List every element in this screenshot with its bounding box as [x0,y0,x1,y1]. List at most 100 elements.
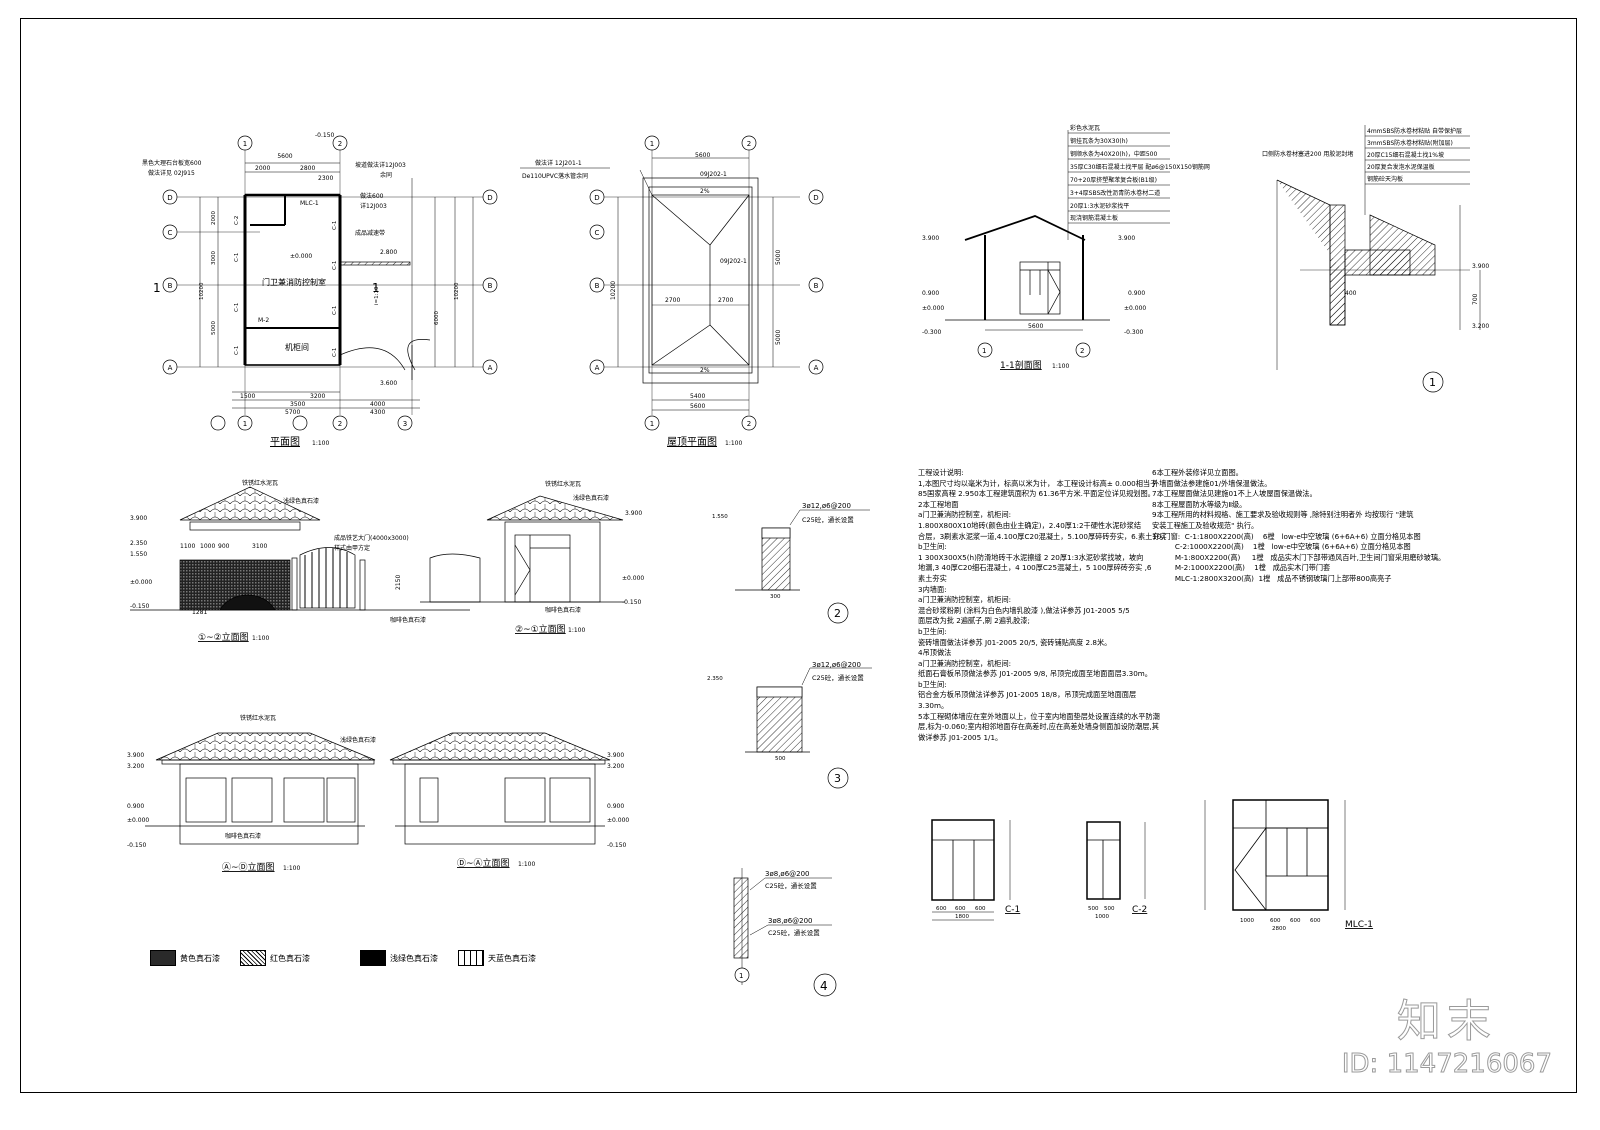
note-line: 4吊顶做法 [918,648,952,658]
svg-text:1000: 1000 [1095,914,1109,920]
svg-text:C25砼，通长设置: C25砼，通长设置 [802,515,854,524]
note-line: a门卫兼消防控制室，机柜间: [918,595,1012,605]
svg-text:咖啡色真石漆: 咖啡色真石漆 [545,606,581,614]
watermark-logo: 知末 [1396,996,1497,1048]
svg-text:1:100: 1:100 [725,440,742,447]
svg-text:3.200: 3.200 [607,763,624,770]
svg-text:1:100: 1:100 [283,865,300,872]
svg-text:D: D [594,194,599,202]
svg-text:600: 600 [1270,918,1281,924]
svg-text:C-1: C-1 [332,221,338,230]
svg-text:彩色水泥瓦: 彩色水泥瓦 [1070,124,1100,132]
svg-text:2: 2 [1080,347,1084,355]
note-line: 层,标为-0.060;室内相邻地面存在高差时,应在高差处墙身侧面加设防潮层,其 [918,722,1159,732]
svg-text:M-2: M-2 [258,317,269,324]
svg-text:300: 300 [770,594,781,600]
svg-text:3+4厚SBS改性沥青防水卷材二道: 3+4厚SBS改性沥青防水卷材二道 [1070,189,1160,197]
svg-text:0.900: 0.900 [1128,290,1145,297]
note-line: 6本工程外装修详见立面图。 [1152,468,1243,477]
svg-text:C25砼，通长设置: C25砼，通长设置 [765,881,817,890]
svg-text:1.550: 1.550 [712,514,728,520]
svg-text:600: 600 [1290,918,1301,924]
section-annotations: 1 2 彩色水泥瓦 钢挂瓦条为30X30(h) 钢顺水条为40X20(h)，中距… [922,124,1210,355]
svg-text:900: 900 [218,543,230,550]
elevation-1-2 [130,486,470,611]
floor-plan-annotations: -0.150 5600 2000 2800 2300 黑色大理石台板宽600 做… [142,132,406,416]
eave-detail-1 [1276,125,1481,370]
elevation-1-2-annotations: 铁锈红水泥瓦 浅绿色真石漆 成品铁艺大门(4000x3000) 样式由甲方定 咖… [130,479,426,624]
note-line: 3.30m。 [918,701,949,711]
svg-text:1281: 1281 [192,609,207,616]
svg-text:2: 2 [747,140,751,148]
svg-text:3.900: 3.900 [127,752,144,759]
svg-text:1:100: 1:100 [252,635,269,642]
floor-plan-axis-labels: 1 2 D C B A D B A 1 2 3 [167,140,492,428]
note-line: 合层，3刷素水泥浆一道,4.100厚C20混凝土，5.100厚碎砖夯实，6.素土… [918,531,1167,541]
detail-2-annotations: 3ø12,ø6@200 C25砼，通长设置 1.550 300 2 [712,502,854,620]
detail-2 [735,509,870,624]
svg-text:±0.000: ±0.000 [290,253,312,260]
material-legend: 黄色真石漆 红色真石漆 浅绿色真石漆 天蓝色真石漆 [150,950,546,966]
legend-item-blue: 天蓝色真石漆 [458,950,536,966]
note-line: 1,本图尺寸均以毫米为计，标高以米为计， 本工程设计标高± 0.000相当于 [918,478,1158,488]
svg-text:500: 500 [775,756,786,762]
window-mlc1-annotations: 1000 600 600 600 2800 MLC-1 [1240,918,1373,932]
svg-text:10200: 10200 [610,281,617,300]
svg-text:做法详见 02J915: 做法详见 02J915 [148,169,195,177]
svg-text:-0.150: -0.150 [127,842,147,849]
window-mlc1 [1204,799,1346,911]
svg-text:5600: 5600 [1028,323,1043,330]
note-line: M-2:1000X2200(高) 1樘 成品实木门带门套 [1152,563,1331,573]
note-line: 3内墙面: [918,584,947,594]
svg-text:成品铁艺大门(4000x3000): 成品铁艺大门(4000x3000) [334,534,409,542]
detail-3-annotations: 3ø12,ø6@200 C25砼，通长设置 2.350 500 3 [707,661,864,785]
note-line: 安装工程施工及验收规范" 执行。 [1152,520,1259,530]
svg-text:余同: 余同 [380,171,392,179]
svg-text:±0.000: ±0.000 [130,579,152,586]
svg-text:1: 1 [1429,376,1436,389]
svg-text:2700: 2700 [665,297,680,304]
elevation-a-d [145,732,376,845]
svg-text:C-1: C-1 [234,346,240,355]
svg-text:Ⓓ~Ⓐ立面图: Ⓓ~Ⓐ立面图 [457,857,510,869]
legend-item-green: 浅绿色真石漆 [360,950,438,966]
svg-text:3000: 3000 [211,251,217,265]
svg-text:4: 4 [820,979,828,993]
svg-text:2.800: 2.800 [380,249,397,256]
svg-text:700: 700 [1472,293,1479,305]
svg-text:0.900: 0.900 [922,290,939,297]
elevation-d-a-title: Ⓓ~Ⓐ立面图 1:100 [457,857,535,869]
svg-text:5000: 5000 [775,250,782,265]
note-line: 面层改为批 2遍腻子,刷 2遍乳胶漆; [918,616,1030,626]
section-axis-bubbles [977,342,1091,358]
note-line: 10,门窗: C-1:1800X2200(高) 6樘 low-e中空玻璃 (6+… [1152,531,1421,541]
note-line: 5本工程砌体墙应在室外地面以上，位于室内地面垫层处设置连续的水平防潮 [918,711,1160,721]
svg-text:C25砼，通长设置: C25砼，通长设置 [768,928,820,937]
note-line: C-2:1000X2200(高) 1樘 low-e中空玻璃 (6+6A+6) 立… [1152,542,1411,552]
svg-text:2700: 2700 [718,297,733,304]
svg-text:①~②立面图: ①~②立面图 [198,631,249,643]
svg-text:5000: 5000 [211,321,217,335]
svg-text:1: 1 [372,281,380,295]
svg-text:1000: 1000 [200,543,215,550]
svg-text:5400: 5400 [690,393,705,400]
elevation-2-1-annotations: 铁锈红水泥瓦 浅绿色真石漆 咖啡色真石漆 3.900 ±0.000 -0.150 [545,480,644,614]
svg-text:i=1:10: i=1:10 [374,286,380,305]
svg-text:3.900: 3.900 [1118,235,1135,242]
window-c2-annotations: 500 500 1000 C-2 [1088,905,1147,920]
svg-text:5600: 5600 [690,403,705,410]
svg-text:±0.000: ±0.000 [922,305,944,312]
svg-text:2000: 2000 [211,211,217,225]
svg-text:铁锈红水泥瓦: 铁锈红水泥瓦 [242,479,278,487]
note-line: a门卫兼消防控制室，机柜间: [918,658,1012,668]
svg-text:做法详 12J201-1: 做法详 12J201-1 [535,159,582,167]
legend-label: 浅绿色真石漆 [390,953,438,963]
svg-text:2%: 2% [700,188,710,195]
note-line: 9本工程所用的材料规格、施工要求及验收规则等 ,除特别注明者外 均按现行 "建筑 [1152,510,1414,520]
svg-text:咖啡色真石漆: 咖啡色真石漆 [225,832,261,840]
svg-text:1-1剖面图: 1-1剖面图 [1000,359,1042,371]
roof-plan-axis-labels: 1 2 D C B A D B A 1 2 [594,140,818,428]
note-line: 做详参苏 J01-2005 1/1。 [918,732,1003,742]
note-line: 素土夯实 [918,573,947,583]
drawing-sheet-border [20,18,1577,1093]
